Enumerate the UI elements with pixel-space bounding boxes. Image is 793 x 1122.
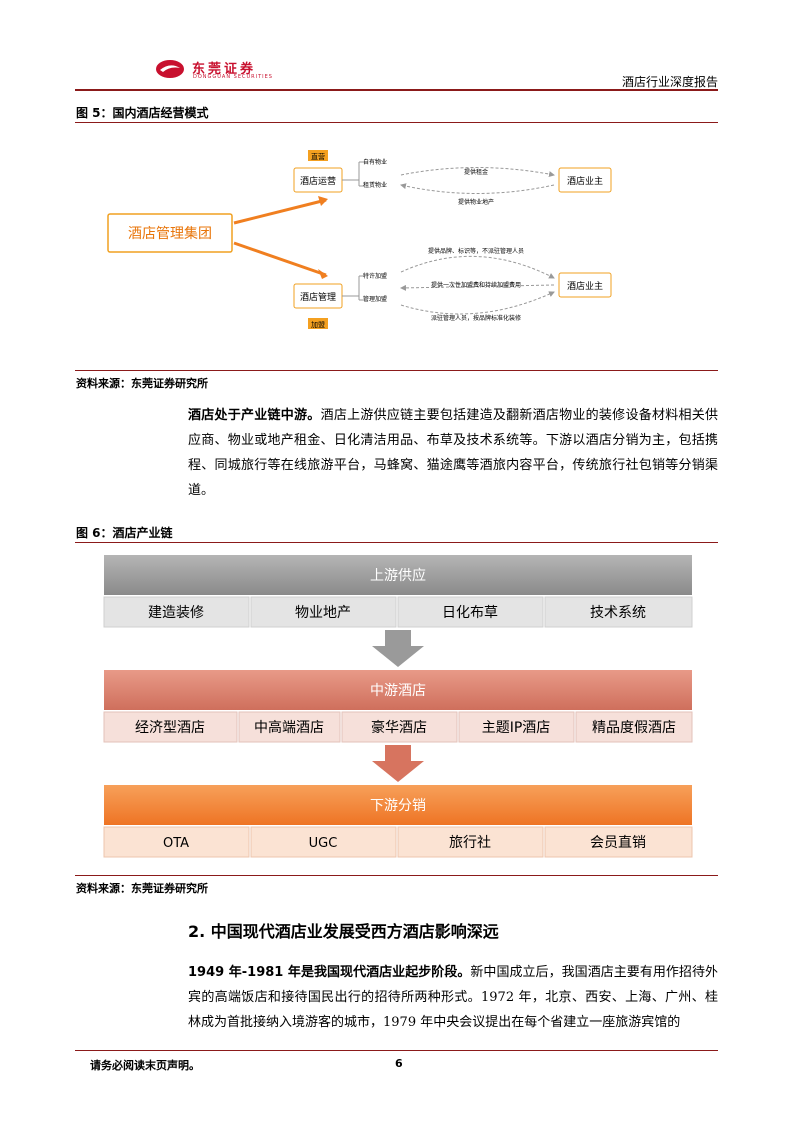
paragraph-history-body: 新中国成立后，我国酒店主要有用作招待外宾的高端饭店和接待国民出行的招待所两种形式… <box>188 965 718 1030</box>
svg-text:会员直销: 会员直销 <box>590 834 646 851</box>
arrow-top <box>233 198 327 225</box>
figure5-diagram: 酒店管理集团 直营 酒店运营 自有物业 租赁物业 酒店业主 提供租金 提供物业地… <box>107 150 612 329</box>
figure6-top-rule <box>75 542 718 543</box>
upstream-header <box>104 555 692 595</box>
svg-text:直营: 直营 <box>311 152 325 161</box>
svg-text:租赁物业: 租赁物业 <box>363 181 387 189</box>
paragraph-history-lead: 1949 年-1981 年是我国现代酒店业起步阶段。 <box>188 965 471 980</box>
logo-subtext: DONGGUAN SECURITIES <box>193 74 273 80</box>
svg-text:酒店业主: 酒店业主 <box>567 175 603 187</box>
svg-text:OTA: OTA <box>163 836 189 851</box>
paragraph-industry-chain: 酒店处于产业链中游。酒店上游供应链主要包括建造及翻新酒店物业的装修设备材料相关供… <box>188 403 718 503</box>
svg-text:日化布草: 日化布草 <box>442 605 498 621</box>
report-type: 酒店行业深度报告 <box>621 75 718 89</box>
svg-text:建造装修: 建造装修 <box>148 605 204 621</box>
svg-text:派驻管理人员，按品牌标准化装修: 派驻管理人员，按品牌标准化装修 <box>431 314 521 322</box>
svg-text:加盟: 加盟 <box>311 320 325 329</box>
svg-text:管理加盟: 管理加盟 <box>363 295 387 303</box>
svg-text:自有物业: 自有物业 <box>363 158 387 166</box>
svg-text:下游分销: 下游分销 <box>370 798 426 814</box>
figure5-bottom-rule <box>75 370 718 371</box>
svg-text:酒店运营: 酒店运营 <box>300 175 336 187</box>
tag-direct <box>308 150 328 161</box>
section-title: 2. 中国现代酒店业发展受西方酒店影响深远 <box>188 922 499 941</box>
svg-text:旅行社: 旅行社 <box>449 835 491 851</box>
figure6-title: 图 6：酒店产业链 <box>76 526 173 540</box>
footer-rule <box>75 1050 718 1051</box>
svg-text:提供品牌、标识等，不派驻管理人员: 提供品牌、标识等，不派驻管理人员 <box>428 247 524 255</box>
downstream-items: OTA UGC 旅行社 会员直销 <box>103 826 693 858</box>
tag-franchise <box>308 318 328 329</box>
arrow-down-1 <box>372 630 424 667</box>
node-owner-bottom <box>558 272 612 298</box>
paragraph-lead: 酒店处于产业链中游。 <box>188 408 321 423</box>
figure6-bottom-rule <box>75 875 718 876</box>
svg-text:主题IP酒店: 主题IP酒店 <box>482 720 551 736</box>
footer-disclaimer: 请务必阅读末页声明。 <box>90 1059 200 1072</box>
svg-text:上游供应: 上游供应 <box>370 567 426 584</box>
svg-text:酒店业主: 酒店业主 <box>567 280 603 292</box>
svg-text:经济型酒店: 经济型酒店 <box>135 720 205 736</box>
downstream-header <box>104 785 692 825</box>
svg-text:物业地产: 物业地产 <box>295 605 351 621</box>
svg-text:提供物业地产: 提供物业地产 <box>458 198 494 206</box>
paragraph-history: 1949 年-1981 年是我国现代酒店业起步阶段。新中国成立后，我国酒店主要有… <box>188 960 718 1035</box>
arrow-bottom <box>233 241 327 277</box>
midstream-header <box>104 670 692 710</box>
node-owner-top <box>558 167 612 193</box>
root-node-box <box>107 213 233 253</box>
figure5-top-rule <box>75 122 718 123</box>
svg-text:技术系统: 技术系统 <box>590 605 646 621</box>
paragraph-body: 酒店上游供应链主要包括建造及翻新酒店物业的装修设备材料相关供应商、物业或地产租金… <box>188 408 718 498</box>
svg-text:中游酒店: 中游酒店 <box>370 683 426 699</box>
svg-text:特许加盟: 特许加盟 <box>363 272 387 280</box>
arrow-down-2 <box>372 745 424 782</box>
svg-text:酒店管理: 酒店管理 <box>300 291 336 303</box>
logo-text: 东莞证券 <box>192 62 257 77</box>
upstream-items: 建造装修 物业地产 日化布草 技术系统 <box>103 596 693 628</box>
svg-text:提供一次性加盟费和持续加盟费用: 提供一次性加盟费和持续加盟费用 <box>431 281 521 289</box>
root-node-label: 酒店管理集团 <box>128 225 212 242</box>
figure6-source: 资料来源：东莞证券研究所 <box>76 882 208 895</box>
svg-text:中高端酒店: 中高端酒店 <box>254 719 324 736</box>
header-rule <box>75 89 718 91</box>
logo-icon <box>156 60 184 78</box>
svg-text:UGC: UGC <box>309 836 338 851</box>
figure6-diagram: 上游供应 建造装修 物业地产 日化布草 技术系统 中游酒店 经济型酒店 中高端酒… <box>103 555 693 858</box>
svg-text:提供租金: 提供租金 <box>464 168 488 176</box>
midstream-items: 经济型酒店 中高端酒店 豪华酒店 主题IP酒店 精品度假酒店 <box>103 711 693 743</box>
svg-text:豪华酒店: 豪华酒店 <box>371 720 427 736</box>
figure5-title: 图 5：国内酒店经营模式 <box>76 106 209 120</box>
page-number: 6 <box>395 1057 403 1070</box>
svg-text:精品度假酒店: 精品度假酒店 <box>592 720 676 736</box>
figure5-source: 资料来源：东莞证券研究所 <box>76 377 208 390</box>
